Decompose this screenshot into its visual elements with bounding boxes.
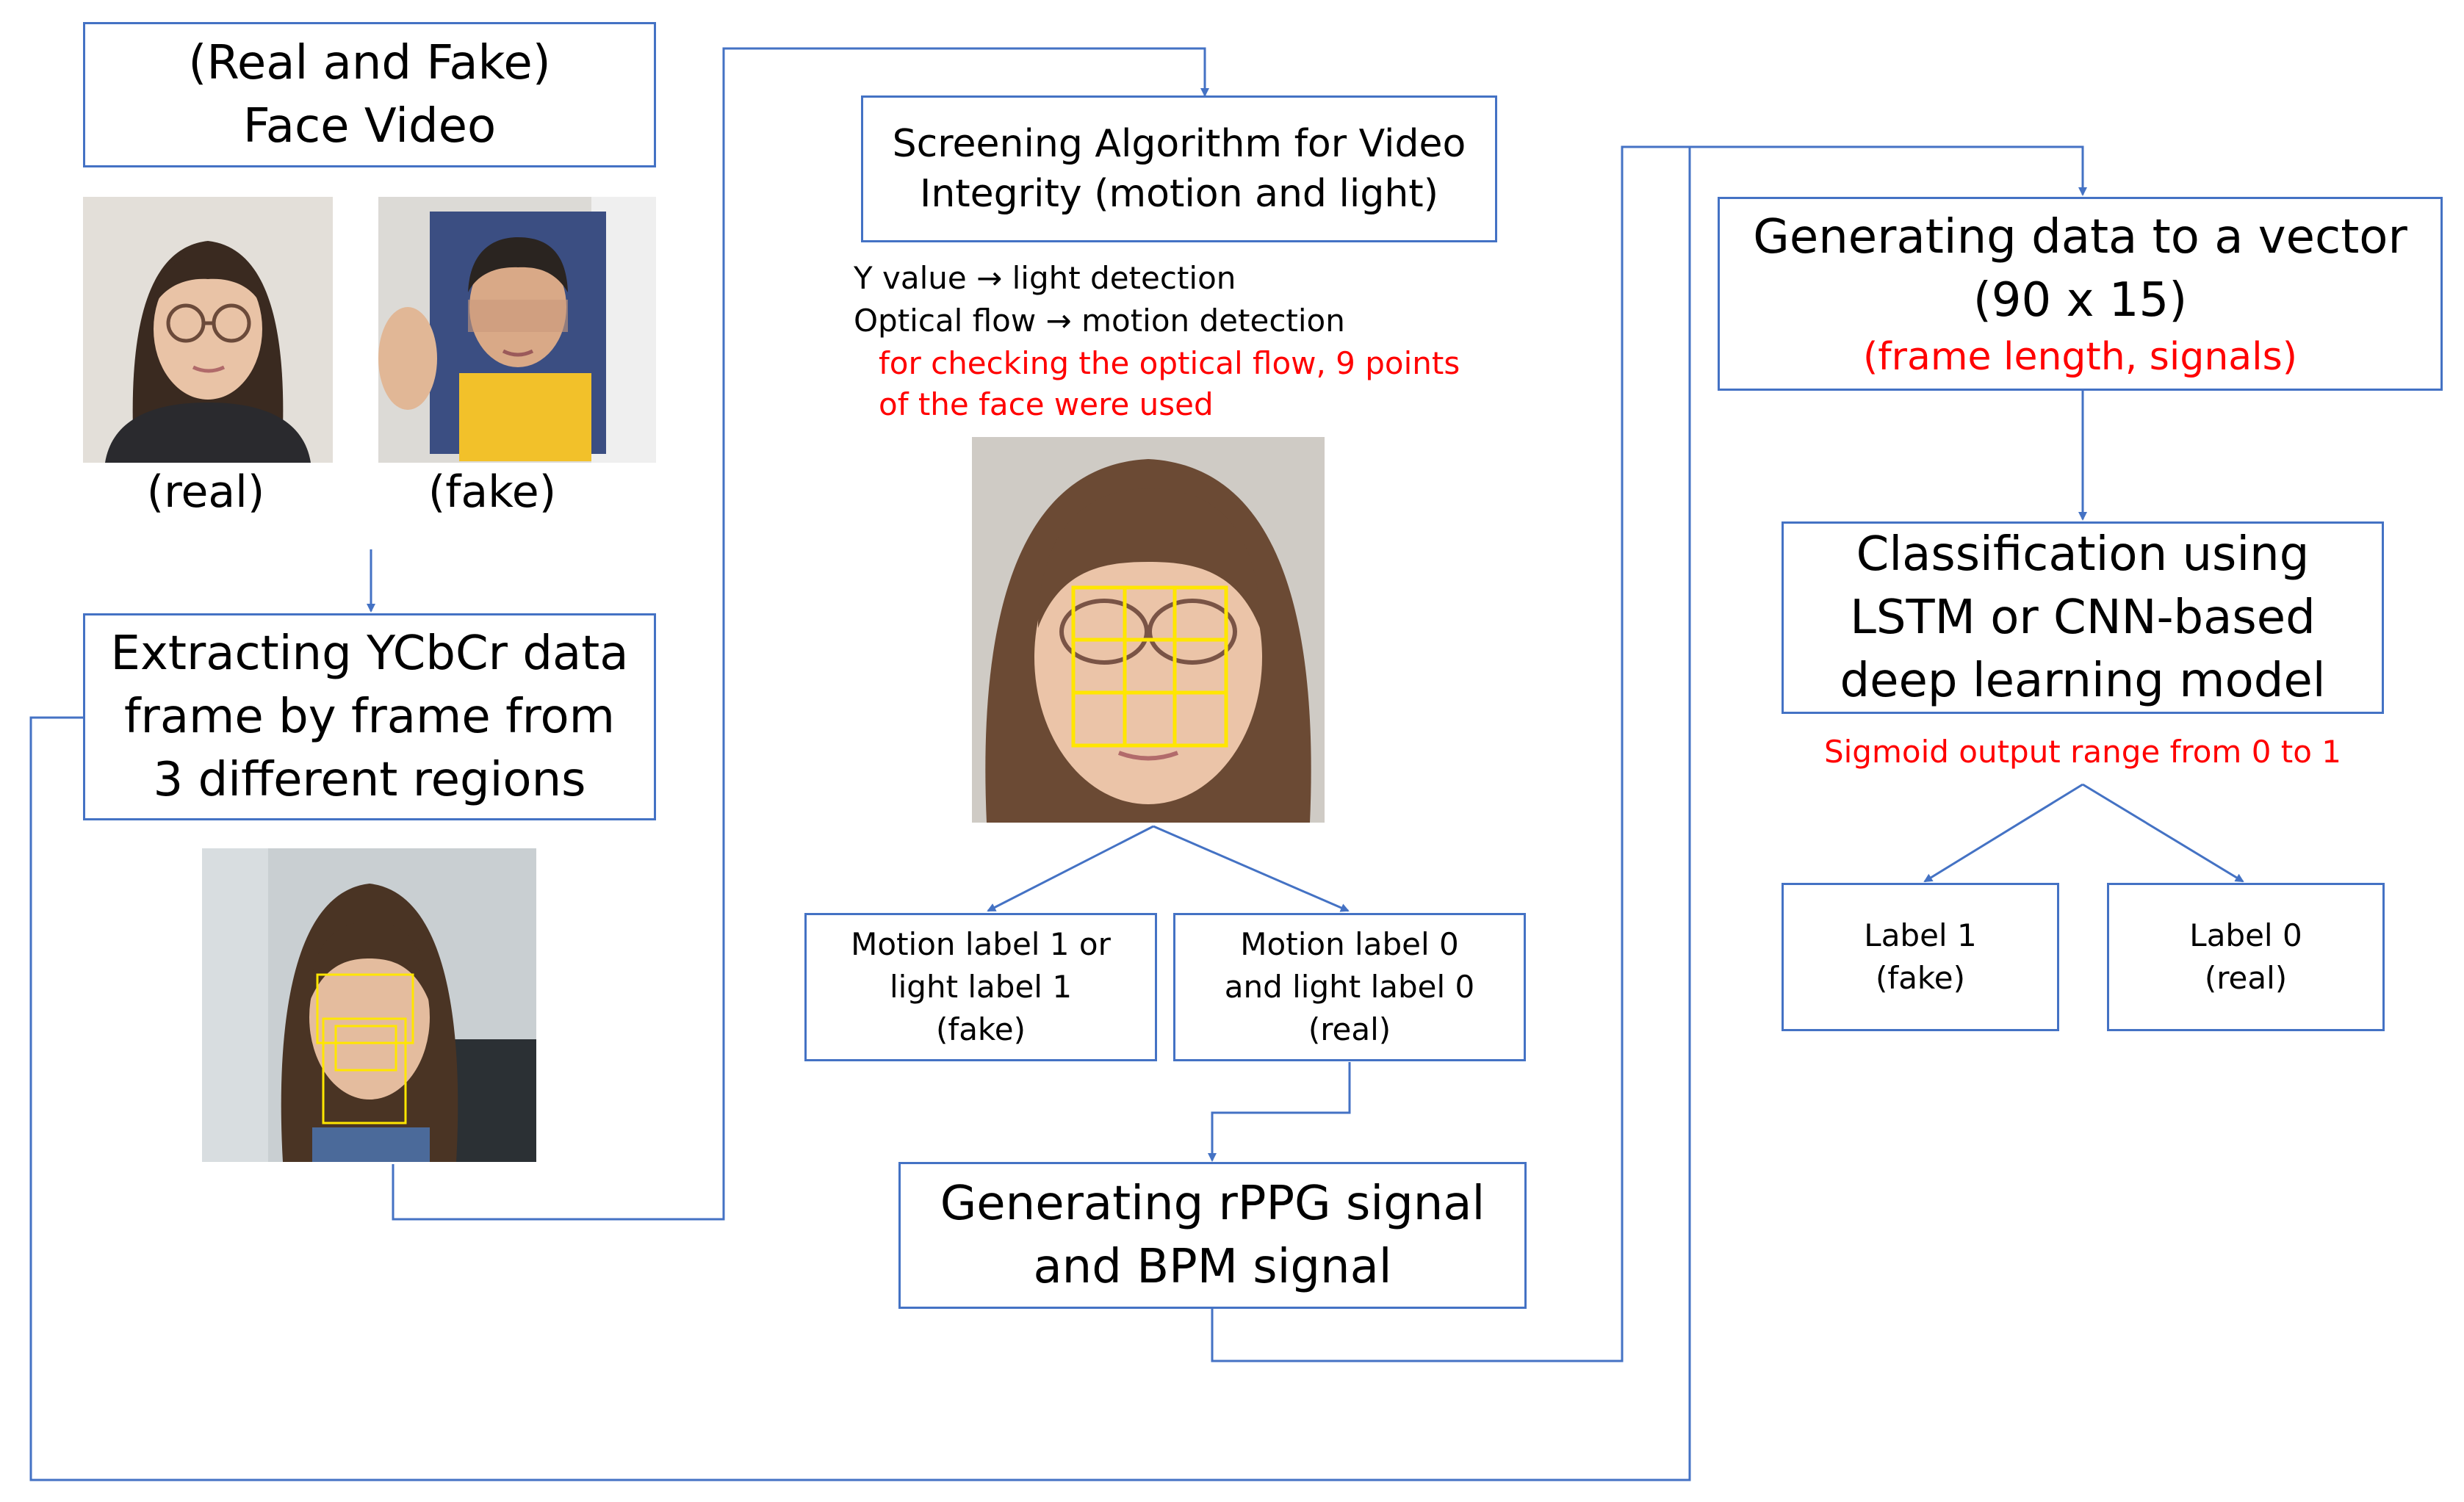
input-box-line2: Face Video [242, 99, 497, 154]
fake-caption: (fake) [428, 466, 557, 518]
label-fake-box: Label 1 (fake) [1782, 883, 2059, 1031]
arrow-extract-to-screening [392, 47, 1209, 1221]
label-fake-line1: Label 1 [1864, 917, 1977, 953]
classify-box-line2: LSTM or CNN-based [1850, 591, 2316, 645]
motion-fake-line3: (fake) [936, 1011, 1026, 1047]
screening-box-line1: Screening Algorithm for Video [892, 122, 1466, 166]
optical-flow-red-note-1: for checking the optical flow, 9 points [879, 345, 1460, 381]
label-real-box: Label 0 (real) [2107, 883, 2385, 1031]
fake-face-photo [378, 197, 656, 463]
motion-fake-line1: Motion label 1 or [851, 926, 1111, 962]
vector-box-line3: (frame length, signals) [1862, 335, 2298, 379]
arrow-to-motion-real [1153, 825, 1350, 912]
arrow-rppg-to-vector [1211, 145, 2087, 1362]
rppg-box-line1: Generating rPPG signal [940, 1177, 1485, 1231]
classify-box-line1: Classification using [1856, 527, 2310, 582]
screening-algorithm-box: Screening Algorithm for Video Integrity … [861, 95, 1497, 242]
line-extract-loop [29, 147, 1691, 1481]
label-real-line1: Label 0 [2189, 917, 2302, 953]
extract-regions-photo [202, 848, 536, 1162]
input-box-line1: (Real and Fake) [188, 36, 551, 90]
motion-real-line2: and light label 0 [1224, 969, 1475, 1005]
optical-flow-red-note-2: of the face were used [879, 386, 1214, 422]
extract-ycbcr-box: Extracting YCbCr data frame by frame fro… [83, 613, 656, 820]
screening-box-line2: Integrity (motion and light) [920, 172, 1438, 216]
motion-real-line3: (real) [1308, 1011, 1391, 1047]
motion-real-box: Motion label 0 and light label 0 (real) [1173, 913, 1526, 1061]
arrow-to-label-fake [1923, 783, 2083, 883]
vector-box: Generating data to a vector (90 x 15) (f… [1718, 197, 2443, 391]
arrow-real-to-rppg [1208, 1062, 1351, 1162]
label-real-line2: (real) [2204, 960, 2288, 996]
label-fake-line2: (fake) [1876, 960, 1965, 996]
optical-flow-note: Optical flow → motion detection [854, 303, 1345, 339]
extract-box-line3: 3 different regions [153, 753, 586, 807]
real-face-photo [83, 197, 333, 463]
motion-fake-box: Motion label 1 or light label 1 (fake) [804, 913, 1157, 1061]
classification-box: Classification using LSTM or CNN-based d… [1782, 521, 2384, 714]
y-value-note: Y value → light detection [854, 260, 1236, 296]
motion-fake-line2: light label 1 [889, 969, 1073, 1005]
motion-real-line1: Motion label 0 [1240, 926, 1459, 962]
classify-box-line3: deep learning model [1840, 654, 2326, 708]
extract-box-line2: frame by frame from [123, 690, 616, 744]
face-grid-photo [972, 437, 1325, 823]
arrow-to-label-real [2082, 783, 2244, 883]
rppg-box-line2: and BPM signal [1033, 1240, 1392, 1294]
sigmoid-note: Sigmoid output range from 0 to 1 [1823, 734, 2342, 770]
rppg-signal-box: Generating rPPG signal and BPM signal [898, 1162, 1527, 1309]
extract-box-line1: Extracting YCbCr data [110, 627, 629, 681]
vector-box-line2: (90 x 15) [1973, 273, 2188, 328]
real-caption: (real) [146, 466, 265, 518]
input-video-box: (Real and Fake) Face Video [83, 22, 656, 167]
arrow-to-motion-fake [987, 825, 1154, 912]
vector-box-line1: Generating data to a vector [1753, 210, 2407, 264]
